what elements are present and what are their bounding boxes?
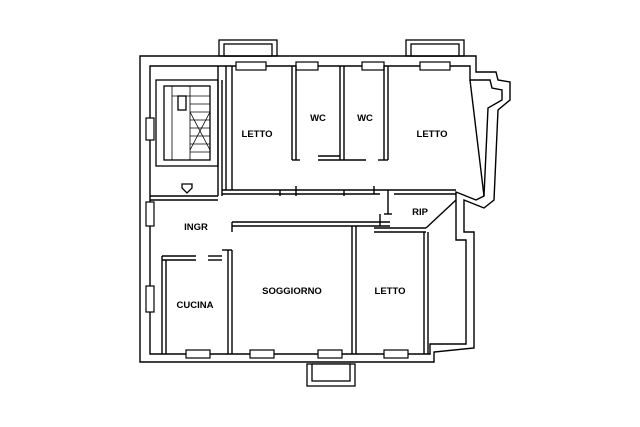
room-label-ingr: INGR <box>184 222 208 233</box>
outer-walls <box>139 55 511 363</box>
room-label-soggiorno: SOGGIORNO <box>262 286 322 297</box>
room-labels: LETTO WC WC LETTO RIP INGR CUCINA SOGGIO… <box>177 113 448 311</box>
balcony-top-right <box>405 39 465 57</box>
interior-walls <box>150 66 485 354</box>
windows-top <box>235 61 451 71</box>
room-label-letto-3: LETTO <box>375 286 406 297</box>
room-label-rip: RIP <box>412 207 429 218</box>
windows-left <box>145 117 155 313</box>
room-label-letto-1: LETTO <box>242 129 273 140</box>
room-label-wc-2: WC <box>357 113 373 124</box>
room-label-cucina: CUCINA <box>177 300 214 311</box>
balcony-bottom <box>306 363 356 387</box>
windows-bottom <box>185 349 409 359</box>
room-label-letto-2: LETTO <box>417 129 448 140</box>
entrance-arrow-icon <box>181 183 193 194</box>
balcony-top-left <box>218 39 278 57</box>
stair-icon <box>155 79 219 167</box>
room-label-wc-1: WC <box>310 113 326 124</box>
